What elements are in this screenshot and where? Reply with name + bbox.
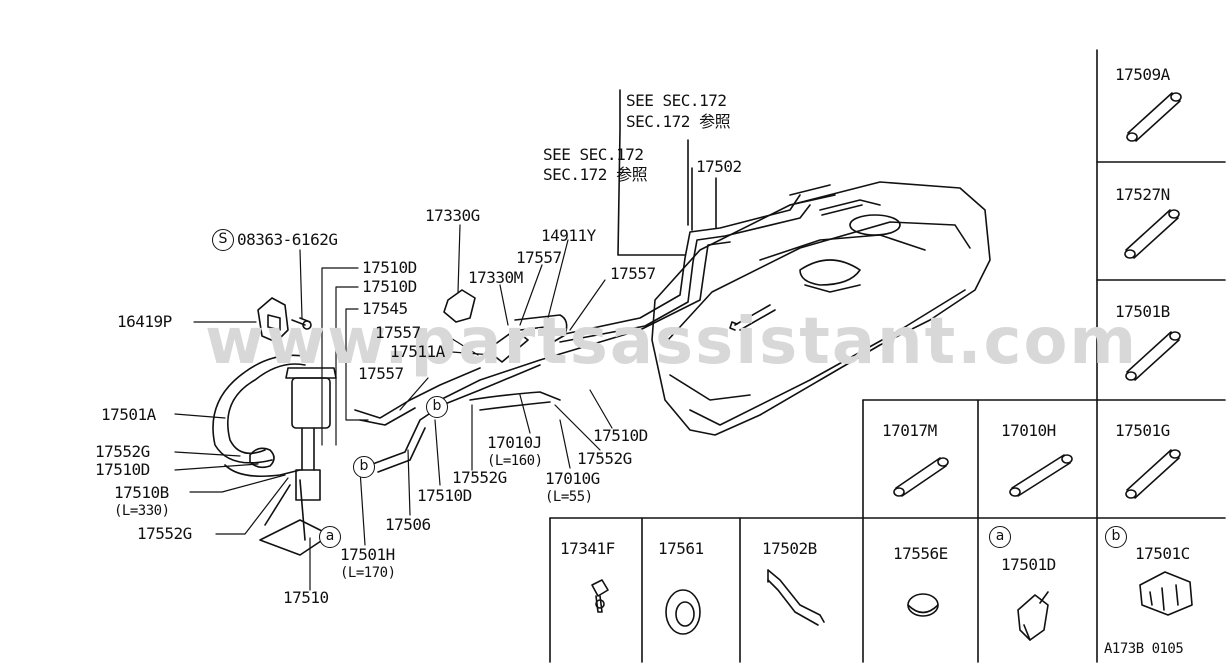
panel-part-sketches — [592, 93, 1192, 640]
callout-17510D: 17510D — [95, 460, 150, 479]
callout-17330M: 17330M — [468, 268, 523, 287]
callout-17510B-length: (L=330) — [114, 503, 170, 519]
part-label-17527N: 17527N — [1115, 185, 1170, 204]
callout-17557: 17557 — [516, 248, 562, 267]
part-label-17501D: 17501D — [1001, 555, 1056, 574]
callout-17501A: 17501A — [101, 405, 156, 424]
marker-b: b — [426, 396, 448, 418]
part-label-17561: 17561 — [658, 539, 704, 558]
filter-assembly — [213, 355, 336, 555]
part-label-17341F: 17341F — [560, 539, 615, 558]
callout-17510D: 17510D — [593, 426, 648, 445]
callout-17010G-length: (L=55) — [545, 489, 593, 505]
callout-17501H: 17501H — [340, 545, 395, 564]
see-sec-reference-2: SEE SEC.172 — [543, 145, 644, 164]
part-label-17501B: 17501B — [1115, 302, 1170, 321]
part-label-17501C: 17501C — [1135, 544, 1190, 563]
marker-b: b — [353, 456, 375, 478]
callout-17501H-length: (L=170) — [340, 565, 396, 581]
callout-17510D: 17510D — [362, 258, 417, 277]
leader-lines — [175, 225, 612, 590]
callout-14911Y: 14911Y — [541, 226, 596, 245]
callout-17557: 17557 — [358, 364, 404, 383]
callout-17510B: 17510B — [114, 483, 169, 502]
callout-17545: 17545 — [362, 299, 408, 318]
part-label-17502B: 17502B — [762, 539, 817, 558]
fuel-tank-drawing — [652, 182, 990, 435]
panel-marker-b: b — [1105, 526, 1127, 548]
bracket-drawing — [258, 298, 311, 342]
watermark: www.partsassistant.com — [205, 305, 1139, 379]
callout-17010J-length: (L=160) — [487, 453, 543, 469]
fuel-lines — [440, 90, 810, 400]
panel-marker-a: a — [989, 526, 1011, 548]
parts-panel-grid — [550, 50, 1225, 662]
part-label-17509A: 17509A — [1115, 65, 1170, 84]
callout-17511A: 17511A — [390, 342, 445, 361]
part-label-17017M: 17017M — [882, 421, 937, 440]
callout-17502: 17502 — [696, 157, 742, 176]
callout-17506: 17506 — [385, 515, 431, 534]
callout-17010J: 17010J — [487, 433, 542, 452]
see-sec-reference-2-jp: SEC.172 参照 — [543, 165, 648, 184]
callout-17557: 17557 — [375, 323, 421, 342]
callout-17010G: 17010G — [545, 469, 600, 488]
callout-prefix-s: S — [212, 229, 234, 251]
marker-a: a — [319, 526, 341, 548]
callout-17552G: 17552G — [95, 442, 150, 461]
see-sec-reference-1-jp: SEC.172 参照 — [626, 112, 731, 131]
callout-17510D: 17510D — [362, 277, 417, 296]
callout-17557: 17557 — [610, 264, 656, 283]
see-sec-reference-1: SEE SEC.172 — [626, 91, 727, 110]
part-label-17556E: 17556E — [893, 544, 948, 563]
callout-17330G: 17330G — [425, 206, 480, 225]
diagram-code: A173B 0105 — [1104, 641, 1184, 657]
callout-17510D: 17510D — [417, 486, 472, 505]
callout-17552G: 17552G — [577, 449, 632, 468]
callout-17510: 17510 — [283, 588, 329, 607]
callout-16419P: 16419P — [117, 312, 172, 331]
part-label-17010H: 17010H — [1001, 421, 1056, 440]
callout-17552G: 17552G — [452, 468, 507, 487]
callout-08363-6162G: 08363-6162G — [237, 230, 338, 249]
part-label-17501G: 17501G — [1115, 421, 1170, 440]
callout-17552G: 17552G — [137, 524, 192, 543]
